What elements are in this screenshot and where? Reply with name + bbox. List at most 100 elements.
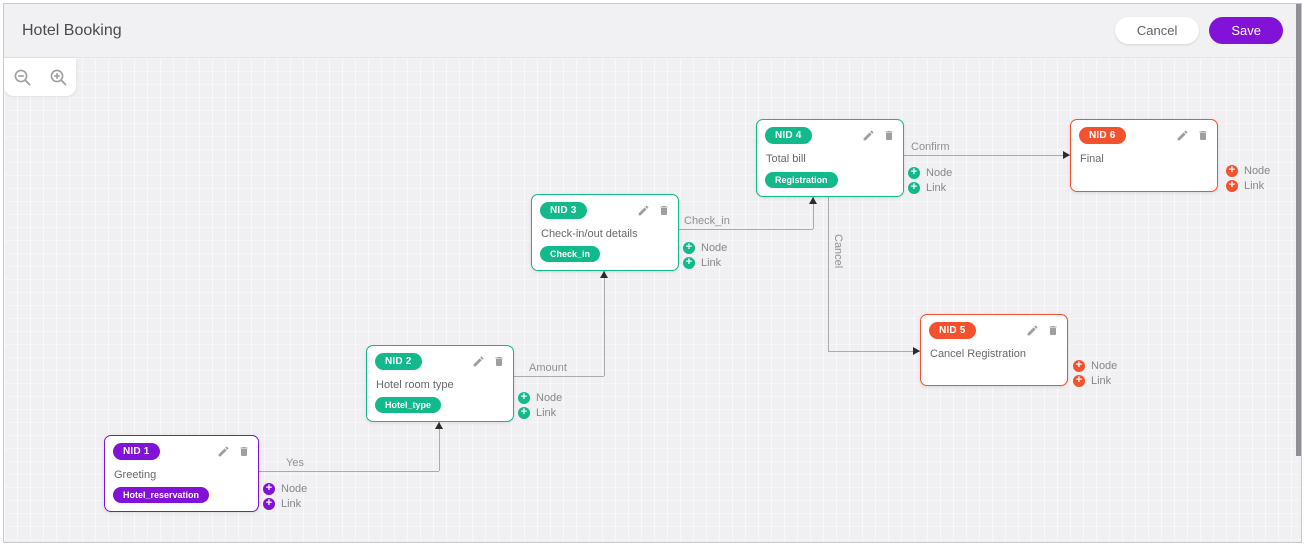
edit-node-icon[interactable] (862, 129, 875, 147)
edit-node-icon[interactable] (1176, 129, 1189, 147)
edit-node-icon[interactable] (1026, 324, 1039, 342)
edge-line (439, 422, 440, 471)
plus-icon: + (518, 407, 530, 419)
edit-node-icon[interactable] (637, 204, 650, 222)
node-tag: Check_in (540, 246, 601, 262)
node-id-badge: NID 1 (113, 443, 160, 460)
node-icon-group (472, 353, 505, 373)
node-add-actions: + Node + Link (1073, 360, 1117, 387)
add-link-button[interactable]: + Link (683, 257, 727, 269)
node-icon-group (1026, 322, 1059, 342)
plus-icon: + (683, 257, 695, 269)
node-header: NID 5 (921, 315, 1067, 342)
add-link-button[interactable]: + Link (518, 407, 562, 419)
node-add-actions: + Node + Link (263, 483, 307, 510)
add-node-button[interactable]: + Node (1073, 360, 1117, 372)
edge-line (828, 351, 920, 352)
add-link-button[interactable]: + Link (908, 182, 952, 194)
edit-node-icon[interactable] (472, 355, 485, 373)
edge-line (259, 471, 439, 472)
zoom-out-icon[interactable] (13, 68, 32, 87)
plus-icon: + (908, 167, 920, 179)
node-header: NID 6 (1071, 120, 1217, 147)
node-header: NID 3 (532, 195, 678, 222)
add-node-button[interactable]: + Node (683, 242, 727, 254)
plus-icon: + (263, 483, 275, 495)
node-icon-group (1176, 127, 1209, 147)
plus-icon: + (1226, 165, 1238, 177)
node-tag: Hotel_reservation (113, 487, 210, 503)
save-button[interactable]: Save (1209, 17, 1283, 44)
edge-label: Confirm (911, 141, 950, 153)
delete-node-icon[interactable] (1197, 129, 1209, 147)
edge-label: Amount (529, 362, 567, 374)
plus-icon: + (1073, 375, 1085, 387)
node-add-actions: + Node + Link (908, 167, 952, 194)
edge-label: Cancel (832, 234, 844, 269)
flow-node[interactable]: NID 6 Final (1070, 119, 1218, 192)
node-title: Total bill (766, 153, 806, 165)
node-header: NID 4 (757, 120, 903, 147)
edge-line (904, 155, 1070, 156)
edge-arrowhead-icon (1063, 151, 1070, 159)
node-id-badge: NID 4 (765, 127, 812, 144)
add-link-button[interactable]: + Link (1226, 180, 1270, 192)
node-icon-group (862, 127, 895, 147)
plus-icon: + (263, 498, 275, 510)
vertical-scrollbar-thumb[interactable] (1296, 4, 1301, 456)
edge-line (828, 197, 829, 351)
edge-arrowhead-icon (913, 347, 920, 355)
node-title: Final (1080, 153, 1104, 165)
edge-arrowhead-icon (600, 271, 608, 278)
node-header: NID 2 (367, 346, 513, 373)
add-node-button[interactable]: + Node (908, 167, 952, 179)
node-tag: Registration (765, 172, 838, 188)
plus-icon: + (1226, 180, 1238, 192)
edit-node-icon[interactable] (217, 445, 230, 463)
flow-node[interactable]: NID 5 Cancel Registration (920, 314, 1068, 386)
node-id-badge: NID 6 (1079, 127, 1126, 144)
delete-node-icon[interactable] (658, 204, 670, 222)
node-id-badge: NID 2 (375, 353, 422, 370)
node-add-actions: + Node + Link (518, 392, 562, 419)
node-id-badge: NID 3 (540, 202, 587, 219)
add-link-button[interactable]: + Link (1073, 375, 1117, 387)
edge-arrowhead-icon (435, 422, 443, 429)
edge-line (514, 376, 604, 377)
delete-node-icon[interactable] (883, 129, 895, 147)
delete-node-icon[interactable] (1047, 324, 1059, 342)
node-title: Hotel room type (376, 379, 454, 391)
delete-node-icon[interactable] (493, 355, 505, 373)
zoom-in-icon[interactable] (49, 68, 68, 87)
edge-label: Yes (286, 457, 304, 469)
delete-node-icon[interactable] (238, 445, 250, 463)
add-node-button[interactable]: + Node (263, 483, 307, 495)
add-node-button[interactable]: + Node (518, 392, 562, 404)
app-window: Hotel Booking Cancel Save Yes Amount Check… (3, 3, 1302, 543)
node-icon-group (217, 443, 250, 463)
node-add-actions: + Node + Link (1226, 165, 1270, 192)
edge-label: Check_in (684, 215, 730, 227)
node-tag: Hotel_type (375, 397, 442, 413)
page-title: Hotel Booking (22, 21, 122, 39)
node-add-actions: + Node + Link (683, 242, 727, 269)
edge-line (679, 229, 813, 230)
header-actions: Cancel Save (1114, 17, 1283, 44)
node-header: NID 1 (105, 436, 258, 463)
node-title: Cancel Registration (930, 348, 1026, 360)
node-title: Greeting (114, 469, 157, 481)
plus-icon: + (683, 242, 695, 254)
add-node-button[interactable]: + Node (1226, 165, 1270, 177)
cancel-button[interactable]: Cancel (1114, 17, 1200, 44)
node-id-badge: NID 5 (929, 322, 976, 339)
zoom-toolbar (4, 58, 76, 96)
edge-line (813, 197, 814, 229)
plus-icon: + (908, 182, 920, 194)
add-link-button[interactable]: + Link (263, 498, 307, 510)
plus-icon: + (518, 392, 530, 404)
